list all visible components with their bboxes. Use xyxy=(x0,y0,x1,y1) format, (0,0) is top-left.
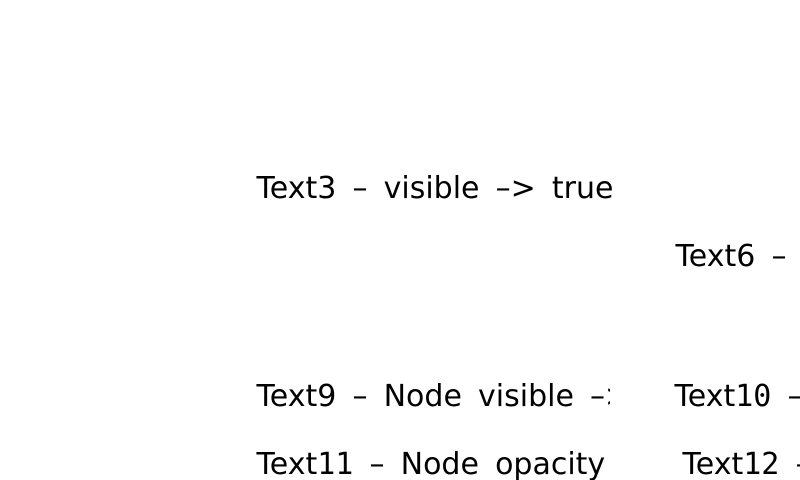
label-text6-prefix: Text xyxy=(675,239,737,274)
label-text12: Text12 – Nod xyxy=(618,420,800,480)
label-text6: Text6 – opaci xyxy=(611,212,800,302)
label-text10-prefix: Text xyxy=(674,379,736,414)
label-text3: Text3 – visible –> true xyxy=(192,144,614,234)
label-text6-binding-text: – opaci xyxy=(771,239,787,274)
label-text3-number: 3 xyxy=(317,171,337,206)
label-text12-number: 12 xyxy=(743,447,780,480)
label-text10-binding-text: – Nod xyxy=(771,379,800,414)
label-text3-prefix: Text xyxy=(256,171,318,206)
label-text11-number: 11 xyxy=(317,447,354,480)
label-text6-number: 6 xyxy=(736,239,756,274)
label-text9-number: 9 xyxy=(317,379,337,414)
label-text3-binding-text: – visible –> true xyxy=(336,171,614,206)
label-text11-prefix: Text xyxy=(256,447,318,480)
label-text9-prefix: Text xyxy=(256,379,318,414)
label-text12-prefix: Text xyxy=(682,447,744,480)
label-text12-binding-text: – Nod xyxy=(779,447,800,480)
label-text10-number: 10 xyxy=(735,379,772,414)
